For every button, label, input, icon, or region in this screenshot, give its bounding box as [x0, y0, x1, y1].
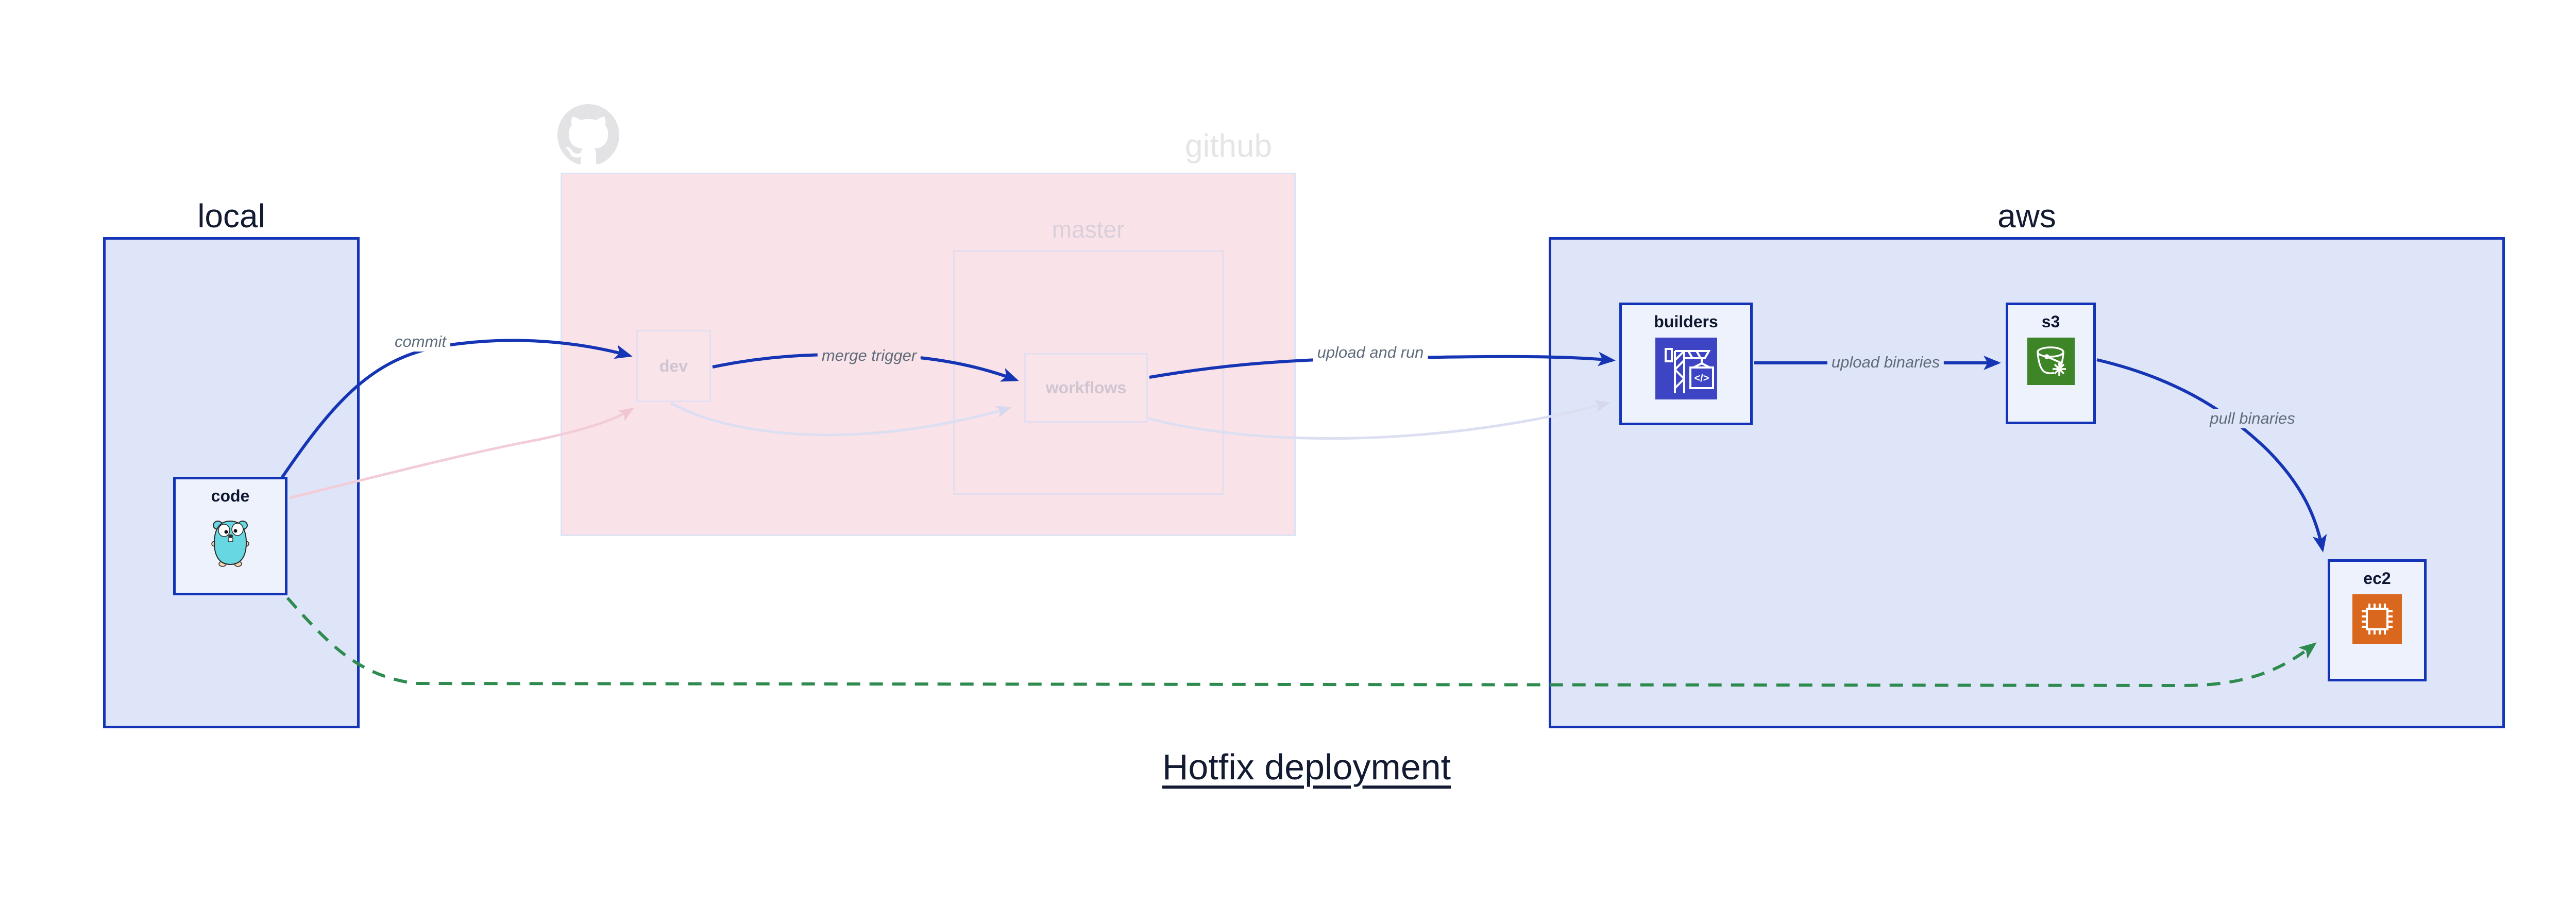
node-builders: builders </>: [1619, 303, 1753, 425]
codebuild-icon-glyph: </>: [1694, 373, 1709, 384]
node-dev-label: dev: [659, 356, 688, 375]
edge-code-to-dev-faded: [289, 407, 635, 499]
edge-label-pull-binaries: pull binaries: [2206, 409, 2299, 428]
node-workflows-label: workflows: [1045, 378, 1127, 397]
node-ec2-label: ec2: [2363, 569, 2391, 588]
codebuild-icon: </>: [1655, 338, 1717, 399]
go-gopher-icon: [211, 520, 249, 567]
edge-pull-binaries: [2096, 358, 2327, 553]
node-s3-label: s3: [2041, 312, 2060, 331]
node-dev: dev: [636, 330, 711, 402]
edge-dev-to-workflows-faded: [670, 402, 1012, 437]
github-region-box: [561, 173, 1296, 536]
node-builders-label: builders: [1654, 312, 1718, 331]
node-s3: s3: [2006, 303, 2096, 424]
local-group-label: local: [197, 197, 265, 235]
github-octocat-icon: [557, 104, 619, 165]
edge-label-merge-trigger: merge trigger: [817, 346, 921, 365]
edge-label-upload-and-run: upload and run: [1313, 343, 1428, 362]
node-code-label: code: [211, 487, 250, 505]
edge-label-upload-binaries: upload binaries: [1827, 353, 1944, 372]
diagram-title: Hotfix deployment: [1162, 747, 1451, 787]
edge-hotfix-dashed: [286, 597, 2317, 688]
master-branch-label: master: [1052, 216, 1125, 243]
aws-group-label: aws: [1997, 197, 2056, 235]
node-code: code: [173, 477, 287, 595]
node-workflows: workflows: [1024, 353, 1148, 423]
github-region-label: github: [1185, 128, 1272, 164]
master-branch-box: [953, 250, 1224, 495]
ec2-chip-icon: [2352, 594, 2402, 644]
s3-bucket-icon: [2027, 338, 2075, 385]
edge-workflows-to-builders-faded: [1148, 400, 1611, 440]
node-ec2: ec2: [2328, 559, 2427, 681]
edge-label-commit: commit: [391, 332, 450, 352]
